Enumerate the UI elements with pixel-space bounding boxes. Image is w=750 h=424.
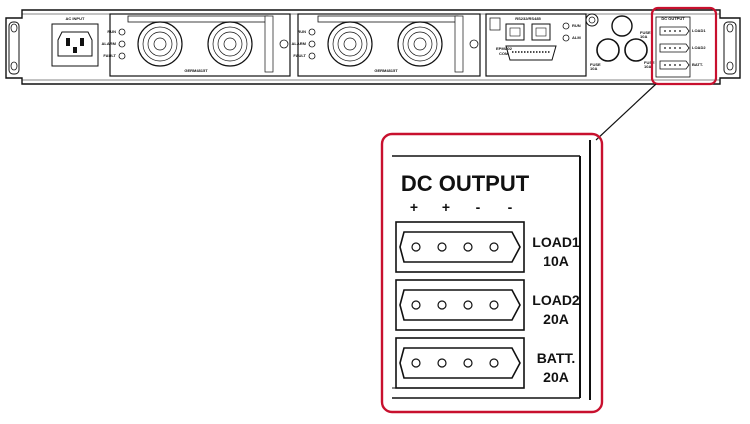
run-led — [562, 22, 570, 30]
handle-grip — [264, 15, 274, 73]
rack-ear-left — [8, 21, 20, 75]
dc-output-small-title: DC OUTPUT — [661, 16, 685, 21]
batt-rating: 20A — [543, 369, 569, 385]
zoom-detail: DC OUTPUT + + - - — [392, 140, 591, 400]
dc-output-title: DC OUTPUT — [401, 171, 530, 196]
breaker-knob — [596, 38, 620, 62]
rectifier-module: RUN ALARM FAULT GERM4815T — [102, 13, 291, 77]
mounting-hole — [10, 61, 18, 71]
led-label: RUN — [107, 29, 116, 34]
highlight-box-zoom — [380, 132, 604, 414]
polarity-minus-1: - — [476, 199, 481, 215]
com-label: EPMU02 — [496, 46, 513, 51]
small-load-label: LOAD2 — [692, 45, 706, 50]
ac-input-label: AC INPUT — [66, 16, 85, 21]
breaker-knob — [624, 38, 648, 62]
mounting-hole — [10, 23, 18, 33]
fan-icon — [397, 21, 443, 67]
load1-rating: 10A — [543, 253, 569, 269]
com-label: COM — [499, 51, 509, 56]
small-connector — [659, 26, 690, 36]
alm-label: ALM — [572, 35, 581, 40]
connector-batt — [395, 337, 525, 389]
screw — [469, 39, 479, 49]
breaker-label: FUSE — [640, 30, 651, 35]
breaker-label: FUSE — [644, 60, 655, 65]
small-load-label: BATT. — [692, 62, 703, 67]
polarity-minus-2: - — [508, 199, 513, 215]
small-connector — [659, 43, 690, 53]
breaker-label: FUSE — [590, 62, 601, 67]
breaker-area: FUSE 10A FUSE 10A FUSE 10A — [590, 15, 655, 71]
alarm-led — [562, 34, 570, 42]
alarm-led — [118, 40, 126, 48]
polarity-plus-1: + — [410, 199, 418, 215]
rack-ear-right — [723, 21, 737, 75]
rectifier-model: GERM4815T — [374, 68, 398, 73]
fan-icon — [207, 21, 253, 67]
run-label: RUN — [572, 23, 581, 28]
led-label: RUN — [297, 29, 306, 34]
mounting-hole — [726, 61, 734, 71]
load2-rating: 20A — [543, 311, 569, 327]
led-label: FAULT — [103, 53, 116, 58]
db-connector — [505, 45, 557, 61]
led-label: ALARM — [292, 41, 307, 46]
fault-led — [308, 52, 316, 60]
breaker-label: 10A — [590, 66, 597, 71]
breaker-label: 10A — [640, 34, 647, 39]
highlight-box-small — [650, 6, 718, 86]
rectifier-model: GERM4815T — [184, 68, 208, 73]
mounting-hole — [726, 23, 734, 33]
connector-load2 — [395, 279, 525, 331]
ac-input-module: AC INPUT — [51, 16, 99, 67]
screw — [279, 39, 289, 49]
fault-led — [118, 52, 126, 60]
run-led — [308, 28, 316, 36]
load2-label: LOAD2 — [532, 292, 580, 308]
alarm-led — [308, 40, 316, 48]
dc-output-small: DC OUTPUT LOAD1 LOAD2 BATT. — [655, 16, 706, 78]
rs232-rs485-label: RS232/RS485 — [515, 16, 541, 21]
batt-label: BATT. — [537, 350, 576, 366]
polarity-plus-2: + — [442, 199, 450, 215]
small-load-label: LOAD1 — [692, 28, 706, 33]
rectifier-module: RUN ALARM FAULT GERM4815T — [292, 13, 481, 77]
fan-icon — [327, 21, 373, 67]
fan-icon — [137, 21, 183, 67]
led-label: ALARM — [102, 41, 117, 46]
callout-line — [595, 83, 657, 141]
led-label: FAULT — [293, 53, 306, 58]
connector-load1 — [395, 221, 525, 273]
controller-module: RS232/RS485 EPMU02 COM RUN ALM — [485, 13, 599, 77]
handle-grip — [454, 15, 464, 73]
small-connector — [659, 60, 690, 70]
breaker-label: 10A — [644, 64, 651, 69]
run-led — [118, 28, 126, 36]
breaker-knob — [611, 15, 633, 37]
load1-label: LOAD1 — [532, 234, 580, 250]
